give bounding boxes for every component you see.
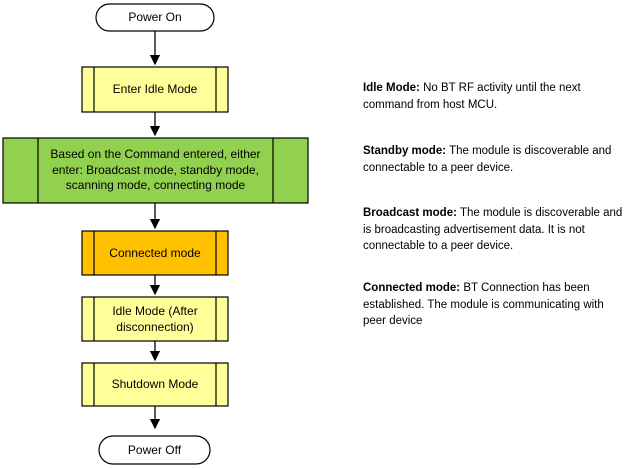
idle-mode-term: Idle Mode: — [363, 82, 420, 94]
idle-mode-description: Idle Mode: No BT RF activity until the n… — [363, 80, 624, 113]
connected-label: Connected mode — [109, 245, 201, 260]
broadcast-mode-text: The module is discoverable and is broadc… — [363, 207, 623, 253]
broadcast-mode-description: Broadcast mode: The module is discoverab… — [363, 205, 624, 255]
command-box — [2, 137, 309, 204]
connected-mode-text: BT Connection has been established. The … — [363, 282, 604, 328]
power-on-terminal — [95, 3, 215, 32]
power-off-terminal — [98, 435, 211, 465]
command-label: Based on the Command entered, either ent… — [50, 147, 261, 193]
power-on-label: Power On — [128, 10, 182, 25]
shutdown-box — [81, 362, 229, 407]
enter-idle-label: Enter Idle Mode — [112, 82, 198, 97]
standby-mode-text: The module is discoverable and connectab… — [363, 145, 612, 174]
standby-mode-term: Standby mode: — [363, 145, 447, 157]
power-off-label: Power Off — [127, 442, 182, 457]
idle-after-box — [81, 296, 229, 342]
shutdown-label: Shutdown Mode — [111, 377, 199, 392]
enter-idle-box — [81, 66, 229, 113]
connected-mode-description: Connected mode: BT Connection has been e… — [363, 280, 624, 330]
connected-box — [81, 230, 229, 276]
broadcast-mode-term: Broadcast mode: — [363, 207, 457, 219]
idle-mode-text: No BT RF activity until the next command… — [363, 82, 581, 111]
connected-mode-term: Connected mode: — [363, 282, 461, 294]
standby-mode-description: Standby mode: The module is discoverable… — [363, 143, 624, 176]
idle-after-label: Idle Mode (After disconnection) — [112, 303, 198, 334]
